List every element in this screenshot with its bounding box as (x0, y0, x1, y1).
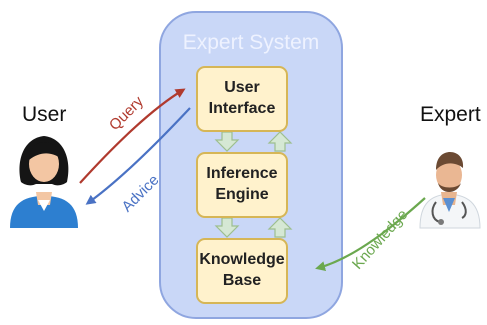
user-interface-label-line2: Interface (208, 100, 276, 117)
knowledge-arrow (315, 197, 426, 271)
arrow-inference-to-ui (267, 131, 293, 152)
knowledge-base-box: Knowledge Base (196, 238, 288, 304)
expert-label: Expert (420, 103, 481, 126)
arrow-inference-to-kb (214, 217, 240, 238)
inference-engine-label-line1: Inference (206, 165, 278, 183)
inference-engine-box: Inference Engine (196, 152, 288, 218)
user-label: User (22, 103, 67, 126)
user-interface-label-line1: User (224, 79, 260, 97)
inner-flow-arrows (214, 131, 293, 238)
inference-engine-label-line2: Engine (215, 186, 269, 203)
arrow-kb-to-inference (267, 217, 293, 238)
user-interface-box: User Interface (196, 66, 288, 132)
query-arrow (79, 88, 186, 184)
expert-system-title: Expert System (182, 31, 320, 54)
female-user-icon (10, 136, 78, 228)
arrow-ui-to-inference (214, 131, 240, 152)
doctor-icon (419, 152, 481, 229)
advice-arrow (85, 107, 191, 205)
knowledge-base-label-line1: Knowledge (199, 251, 285, 269)
knowledge-base-label-line2: Base (222, 272, 262, 289)
